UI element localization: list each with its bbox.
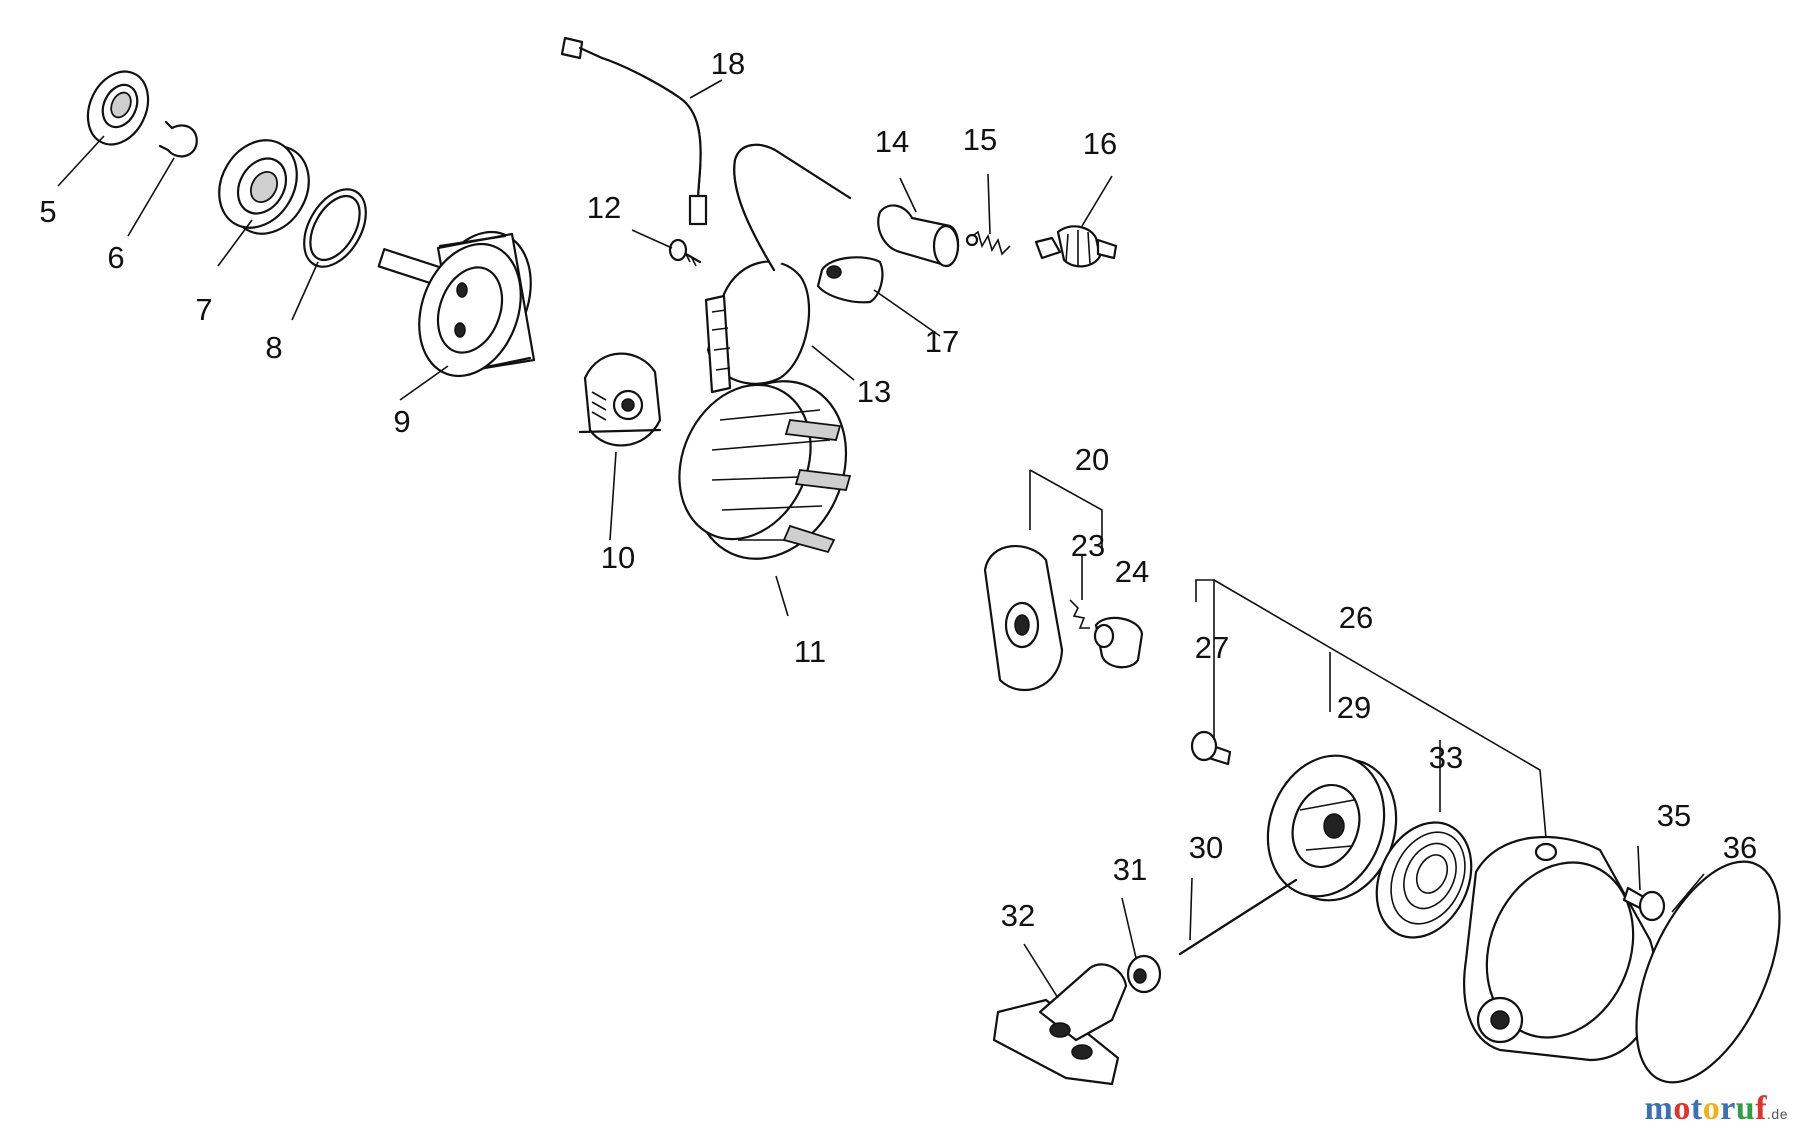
part-13-ignition-coil [704, 143, 852, 394]
callout-27: 27 [1195, 630, 1229, 665]
part-12-screw [668, 238, 702, 267]
part-16-spark-plug [1034, 225, 1118, 268]
watermark-letter: f [1755, 1090, 1768, 1127]
part-6-circlip [158, 120, 198, 158]
leader-14 [899, 177, 917, 213]
part-24-pawl [1093, 616, 1144, 669]
leader-16 [1081, 175, 1113, 227]
watermark-letter: r [1720, 1090, 1736, 1127]
leader-27 [1195, 579, 1215, 740]
callout-24: 24 [1115, 554, 1149, 589]
part-7-bearing [218, 139, 310, 235]
leader-18 [689, 79, 723, 99]
leader-32 [1023, 943, 1059, 999]
callout-labels: 5 6 7 8 9 10 11 12 13 14 15 16 17 18 20 … [39, 46, 1757, 933]
leader-11 [775, 575, 789, 617]
callout-30: 30 [1189, 830, 1223, 865]
part-20-ratchet [983, 545, 1064, 692]
callout-36: 36 [1723, 830, 1757, 865]
callout-29: 29 [1337, 690, 1371, 725]
callout-6: 6 [107, 240, 124, 275]
part-9-clutch-drum [377, 230, 536, 378]
leader-8 [291, 261, 319, 321]
leader-13 [811, 345, 855, 381]
callout-14: 14 [875, 124, 909, 159]
leader-20 [1029, 469, 1103, 548]
leader-26 [1213, 579, 1547, 839]
callout-15: 15 [963, 122, 997, 157]
callout-17: 17 [925, 324, 959, 359]
callout-33: 33 [1429, 740, 1463, 775]
leader-35 [1637, 845, 1641, 891]
callout-11: 11 [794, 634, 826, 669]
watermark-letter: m [1644, 1090, 1674, 1127]
part-10-clutch-shoe [578, 352, 662, 447]
callout-9: 9 [393, 404, 410, 439]
part-18-wire [560, 36, 708, 226]
part-29-pulley [1266, 754, 1398, 902]
part-15-spring [965, 230, 1011, 256]
part-31-handle-insert [1126, 954, 1162, 994]
callout-20: 20 [1075, 442, 1109, 477]
watermark-tld: .de [1767, 1106, 1788, 1122]
callout-23: 23 [1071, 528, 1105, 563]
watermark-letter: o [1673, 1090, 1691, 1127]
part-8-snap-ring [303, 188, 367, 268]
leader-17 [873, 289, 941, 337]
watermark-letter: t [1690, 1090, 1703, 1127]
callout-7: 7 [195, 292, 212, 327]
leader-lines [57, 79, 1705, 999]
part-32-starter-handle [992, 963, 1128, 1086]
leader-15 [987, 173, 991, 235]
watermark-letter: u [1735, 1090, 1756, 1127]
callout-16: 16 [1083, 126, 1117, 161]
leader-9 [399, 365, 449, 401]
callout-31: 31 [1113, 852, 1147, 887]
part-35-screw [1622, 886, 1666, 922]
part-23-spring [1069, 599, 1090, 629]
part-17-shroud-clip [816, 256, 884, 304]
part-33-recoil-spring [1375, 821, 1473, 939]
callout-35: 35 [1657, 798, 1691, 833]
callout-10: 10 [601, 540, 635, 575]
part-26-starter-housing [1463, 835, 1658, 1062]
callout-8: 8 [265, 330, 282, 365]
leader-12 [631, 229, 673, 249]
leader-5 [57, 135, 105, 187]
leader-31 [1121, 897, 1137, 959]
leader-6 [127, 157, 175, 237]
leader-36 [1671, 873, 1705, 913]
part-30-rope [1178, 878, 1298, 956]
callout-12: 12 [587, 190, 621, 225]
leader-7 [217, 219, 253, 267]
watermark-letter: o [1702, 1090, 1721, 1127]
callout-26: 26 [1339, 600, 1373, 635]
callout-18: 18 [711, 46, 745, 81]
callout-32: 32 [1001, 898, 1035, 933]
part-27-bolt [1190, 730, 1232, 766]
part-5-oil-seal [86, 70, 150, 146]
callout-5: 5 [39, 194, 56, 229]
watermark-logo: motoruf.de [1645, 1090, 1788, 1128]
leader-10 [609, 451, 617, 541]
leader-30 [1189, 877, 1193, 941]
part-36-o-ring [1635, 860, 1781, 1084]
part-11-flywheel [678, 380, 852, 560]
part-14-spark-plug-boot [877, 204, 960, 268]
callout-13: 13 [857, 374, 891, 409]
